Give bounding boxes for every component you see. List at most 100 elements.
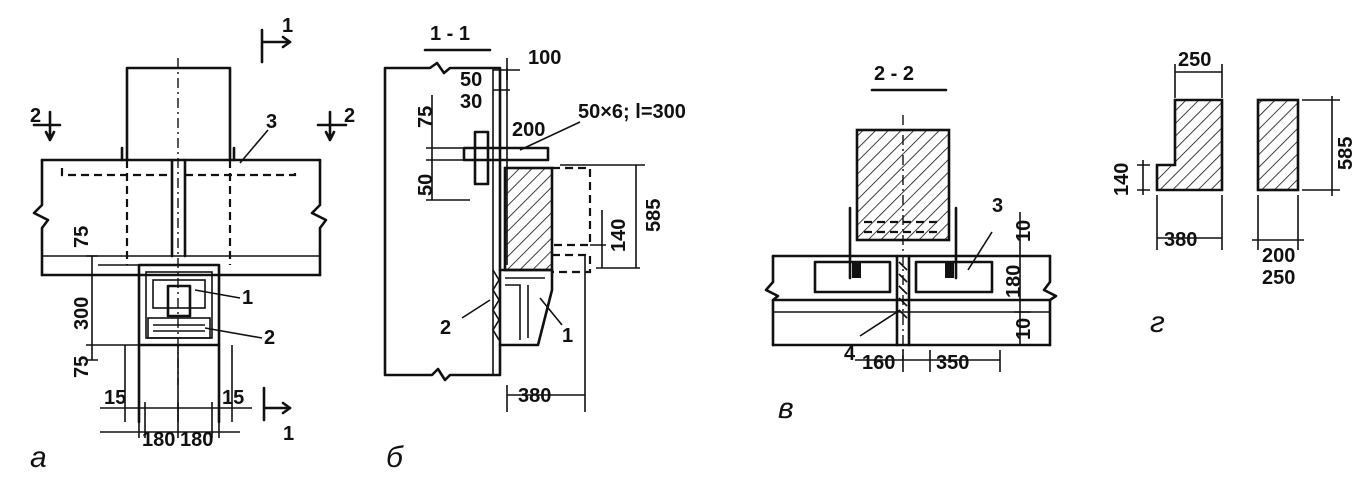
callout-2-b: 2 xyxy=(440,317,451,339)
panel-b-section-1-1: 1 - 1 100 50 30 200 50×6; l=300 75 50 14… xyxy=(383,23,686,474)
section-mark-1-top xyxy=(260,28,292,64)
rect-element xyxy=(1256,98,1300,192)
console-bars xyxy=(153,324,205,332)
section-label-1-bottom: 1 xyxy=(283,423,294,445)
right-recess xyxy=(914,260,994,294)
dim-140-g: 140 xyxy=(1111,163,1133,196)
dim-250-bottom-g: 250 xyxy=(1262,267,1295,289)
beam-break-right-v xyxy=(1042,254,1058,347)
console-rebar-1 xyxy=(152,279,206,309)
beam-dashed-outline xyxy=(552,166,592,274)
cut-label-2-left: 2 xyxy=(30,105,41,127)
console-rebar-2 xyxy=(147,317,211,339)
dim-10-bottom: 10 xyxy=(1013,318,1035,340)
column-rebar-dashed xyxy=(864,220,942,234)
dim-380-g: 380 xyxy=(1164,229,1197,251)
panel-letter-a: а xyxy=(30,441,47,474)
panel-g-details: 250 140 380 585 200 250 г xyxy=(1111,49,1357,339)
dim-15-left: 15 xyxy=(104,387,126,409)
callout-3: 3 xyxy=(266,111,277,133)
dim-380: 380 xyxy=(518,385,551,407)
dim-200: 200 xyxy=(512,119,545,141)
dim-75-bottom: 75 xyxy=(71,356,93,378)
dim-extension-lines xyxy=(98,264,139,346)
dim-200-g: 200 xyxy=(1262,245,1295,267)
console-plate xyxy=(166,284,192,318)
dim-50-side: 50 xyxy=(415,174,437,196)
beam-lines xyxy=(771,254,1052,347)
callout-1-leader xyxy=(194,289,241,299)
lower-column-edges xyxy=(137,343,221,424)
right-insert xyxy=(945,262,954,278)
dim-100: 100 xyxy=(528,47,561,69)
panel-letter-v: в xyxy=(778,392,794,425)
dim-180-right: 180 xyxy=(180,429,213,451)
dim-100-line xyxy=(493,58,520,80)
beam-break-left xyxy=(32,158,50,277)
section-title-2-2: 2 - 2 xyxy=(874,63,914,85)
bottom-dims-v xyxy=(855,350,1001,372)
steel-plate xyxy=(462,146,550,162)
dim-180-left: 180 xyxy=(142,429,175,451)
joint-gap-v xyxy=(895,254,911,347)
dim-160: 160 xyxy=(862,352,895,374)
panel-letter-b: б xyxy=(386,441,404,474)
left-recess xyxy=(813,260,892,294)
anchor-block xyxy=(473,130,490,186)
dim-380-line xyxy=(506,255,586,412)
console-inner xyxy=(145,271,213,339)
dim-250-top: 250 xyxy=(1178,49,1211,71)
l-shaped-element xyxy=(1155,98,1224,192)
beam-break-right xyxy=(310,158,328,277)
callout-2-leader xyxy=(204,327,263,339)
left-side-dims xyxy=(426,95,470,201)
dim-10-top: 10 xyxy=(1013,220,1035,242)
section-mark-1-bottom xyxy=(262,386,292,422)
console-rebars xyxy=(505,277,545,340)
dim-250-top-line xyxy=(1174,64,1223,98)
dim-50-top: 50 xyxy=(460,69,482,91)
section-label-1-top: 1 xyxy=(282,15,293,37)
cut-mark-2-left xyxy=(32,110,62,142)
dim-30: 30 xyxy=(460,91,482,113)
dim-585-g: 585 xyxy=(1335,137,1357,170)
console-weld xyxy=(492,269,500,341)
panel-letter-g: г xyxy=(1150,306,1165,339)
plate-leader xyxy=(519,121,581,151)
column-section-outline xyxy=(383,61,502,382)
callout-3-leader xyxy=(239,129,269,164)
dim-140-line-g xyxy=(1137,160,1150,195)
callout-4: 4 xyxy=(844,343,856,365)
left-insert xyxy=(852,262,861,278)
dim-585: 585 xyxy=(643,199,665,232)
callout-2-leader-b xyxy=(461,299,491,319)
plate-spec: 50×6; l=300 xyxy=(578,101,686,123)
callout-1-leader-b xyxy=(539,297,563,326)
dim-140: 140 xyxy=(608,219,630,252)
beam-end-hatched xyxy=(503,166,554,272)
left-vertical-dims xyxy=(86,255,98,361)
dim-75-top: 75 xyxy=(71,226,93,248)
cut-label-2-right: 2 xyxy=(344,105,355,127)
callout-1-b: 1 xyxy=(562,325,573,347)
console-section xyxy=(498,268,554,347)
bottom-dim-ticks xyxy=(138,402,220,438)
beam-rebar-dashed xyxy=(60,168,297,177)
cut-mark-2-right xyxy=(316,110,348,142)
section-arrow-top xyxy=(281,35,292,49)
joint-fill xyxy=(898,261,908,319)
beam-outline xyxy=(40,158,322,277)
section-arrow-bottom xyxy=(281,401,292,415)
dim-350: 350 xyxy=(936,352,969,374)
console-outline xyxy=(137,263,221,347)
dim-585-line-g xyxy=(1302,96,1340,196)
side-plates xyxy=(848,206,958,280)
section-title-1-1: 1 - 1 xyxy=(430,23,470,45)
panel-v-section-2-2: 2 - 2 3 4 10 180 10 160 350 в xyxy=(764,63,1058,425)
callout-3-leader-v xyxy=(967,231,993,271)
dim-15-right: 15 xyxy=(222,387,244,409)
right-side-dims xyxy=(560,164,645,269)
dim-380-line-g xyxy=(1156,195,1223,250)
top-brackets xyxy=(120,146,236,162)
